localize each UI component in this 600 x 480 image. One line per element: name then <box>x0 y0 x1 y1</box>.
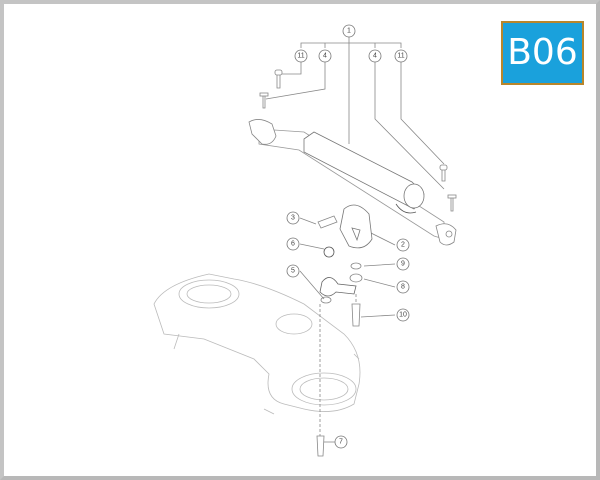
svg-text:1: 1 <box>347 28 351 35</box>
link-rod <box>319 277 357 297</box>
svg-text:3: 3 <box>291 215 295 222</box>
callout-8: 8 <box>396 280 410 294</box>
svg-text:5: 5 <box>291 268 295 275</box>
callout-7: 7 <box>334 435 348 449</box>
triple-clamp <box>153 273 361 415</box>
callout-11: 11 <box>294 49 308 63</box>
callout-1: 1 <box>342 24 356 38</box>
section-badge: B06 <box>501 21 584 85</box>
callout-4: 4 <box>318 49 332 63</box>
damper-body <box>248 119 457 246</box>
svg-text:4: 4 <box>323 53 327 60</box>
exploded-parts-diagram: 1 11 4 4 11 3 2 6 9 5 8 10 7 <box>153 24 457 457</box>
svg-text:7: 7 <box>339 439 343 446</box>
svg-text:8: 8 <box>401 284 405 291</box>
svg-text:2: 2 <box>401 242 405 249</box>
callout-2: 2 <box>396 238 410 252</box>
bolts <box>259 69 457 457</box>
svg-text:11: 11 <box>397 53 404 60</box>
svg-text:4: 4 <box>373 53 377 60</box>
callout-5: 5 <box>286 264 300 278</box>
callout-9: 9 <box>396 257 410 271</box>
callout-10: 10 <box>396 308 410 322</box>
bracket <box>339 204 373 249</box>
svg-text:11: 11 <box>297 53 304 60</box>
callout-6: 6 <box>286 237 300 251</box>
svg-text:9: 9 <box>401 261 405 268</box>
callout-11: 11 <box>394 49 408 63</box>
svg-text:10: 10 <box>399 312 407 319</box>
callout-4: 4 <box>368 49 382 63</box>
svg-text:6: 6 <box>291 241 295 248</box>
callout-3: 3 <box>286 211 300 225</box>
leader-lines <box>265 37 445 318</box>
